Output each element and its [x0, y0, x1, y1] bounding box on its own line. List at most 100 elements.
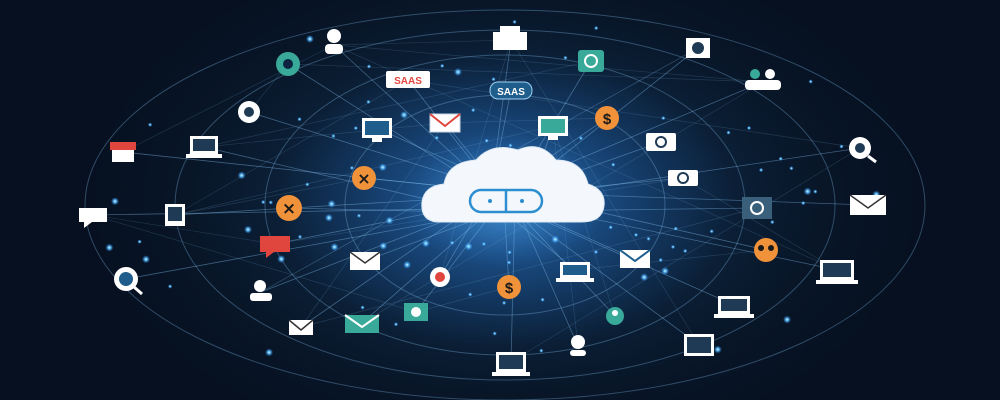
glow-node — [366, 64, 372, 69]
glow-node — [454, 68, 462, 76]
target-icon — [646, 133, 676, 151]
laptop-icon — [556, 262, 594, 282]
glow-node — [327, 199, 336, 208]
target-icon — [742, 197, 772, 219]
glow-node — [167, 284, 173, 289]
glow-node — [450, 240, 455, 245]
glow-node — [512, 19, 517, 25]
glow-node — [801, 200, 806, 206]
glow-node — [813, 189, 818, 194]
glow-node — [803, 187, 812, 196]
connection-line — [300, 207, 758, 328]
glow-node — [484, 138, 489, 143]
glow-node — [305, 35, 314, 43]
connection-line — [510, 39, 700, 346]
glow-node — [265, 348, 274, 357]
glow-node — [746, 125, 752, 131]
saas-blue-label: SAAS — [497, 87, 525, 98]
glow-node — [640, 273, 649, 282]
glow-node — [137, 239, 142, 244]
glow-node — [808, 79, 813, 84]
printer-icon — [493, 26, 527, 50]
close-circle-icon: × — [276, 195, 302, 221]
glow-node — [491, 77, 496, 82]
glow-node — [481, 241, 487, 247]
glow-node — [661, 115, 666, 121]
glow-node — [464, 242, 473, 251]
connection-line — [574, 249, 767, 271]
connection-line — [174, 177, 365, 216]
user-icon — [325, 29, 343, 54]
glow-node — [297, 234, 303, 239]
chat-bubble-icon — [260, 236, 290, 258]
envelope-icon — [288, 319, 314, 335]
glow-node — [713, 345, 722, 354]
envelope-icon — [849, 194, 887, 215]
glow-node — [400, 110, 409, 119]
glow-node — [105, 243, 114, 252]
sync-icon — [578, 50, 604, 72]
connection-line — [333, 44, 764, 83]
glow-node — [778, 156, 783, 161]
glow-node — [324, 213, 333, 222]
user-icon — [570, 335, 586, 356]
user-icon — [250, 280, 272, 301]
camera-icon — [238, 101, 260, 123]
glow-node — [468, 292, 473, 297]
glow-node — [277, 255, 286, 263]
glow-node — [507, 250, 512, 255]
glow-node — [440, 63, 445, 69]
shop-icon — [110, 142, 136, 162]
connection-line — [92, 214, 276, 245]
envelope-icon — [349, 251, 381, 270]
tablet-icon — [165, 204, 185, 226]
glow-node — [471, 107, 476, 113]
target-icon — [430, 267, 450, 287]
glow-node — [349, 165, 355, 171]
glow-node — [540, 297, 545, 302]
glow-node — [563, 55, 568, 60]
target-icon — [404, 303, 428, 321]
glow-node — [783, 315, 792, 324]
connection-line — [92, 214, 417, 313]
dollar-label: $ — [603, 111, 612, 128]
close-circle-icon: × — [352, 166, 376, 190]
envelope-icon — [429, 113, 461, 133]
laptop-icon — [816, 260, 858, 284]
glow-node — [578, 135, 584, 141]
laptop-icon — [714, 296, 754, 318]
dollar-coin-icon: $ — [497, 275, 521, 299]
saas-badge-blue: SAAS — [489, 81, 533, 100]
users-icon — [745, 69, 781, 90]
glow-node — [658, 257, 663, 263]
laptop-icon — [186, 136, 222, 158]
glow-node — [378, 163, 387, 172]
glow-node — [646, 236, 651, 241]
search-magnifier-icon — [114, 267, 143, 296]
connection-line — [510, 147, 861, 363]
glow-node — [633, 232, 639, 238]
dollar-coin-icon: $ — [595, 106, 619, 130]
users-icon — [754, 238, 778, 262]
glow-node — [421, 239, 430, 248]
glow-node — [508, 143, 513, 148]
glow-node — [594, 25, 599, 31]
target-icon — [668, 170, 698, 186]
connection-line — [415, 207, 497, 313]
connection-line — [415, 286, 510, 313]
glow-node — [331, 133, 336, 139]
glow-node — [709, 229, 714, 234]
connection-line — [203, 60, 592, 148]
glow-node — [770, 219, 775, 225]
user-icon — [606, 307, 624, 325]
envelope-icon — [619, 249, 651, 268]
monitor-icon — [362, 118, 392, 142]
glow-node — [393, 322, 399, 327]
dollar-label: $ — [505, 280, 514, 297]
glow-node — [353, 125, 358, 131]
envelope-icon — [344, 314, 380, 333]
saas-badge-red: SAAS — [386, 71, 430, 88]
search-magnifier-icon — [849, 137, 877, 164]
